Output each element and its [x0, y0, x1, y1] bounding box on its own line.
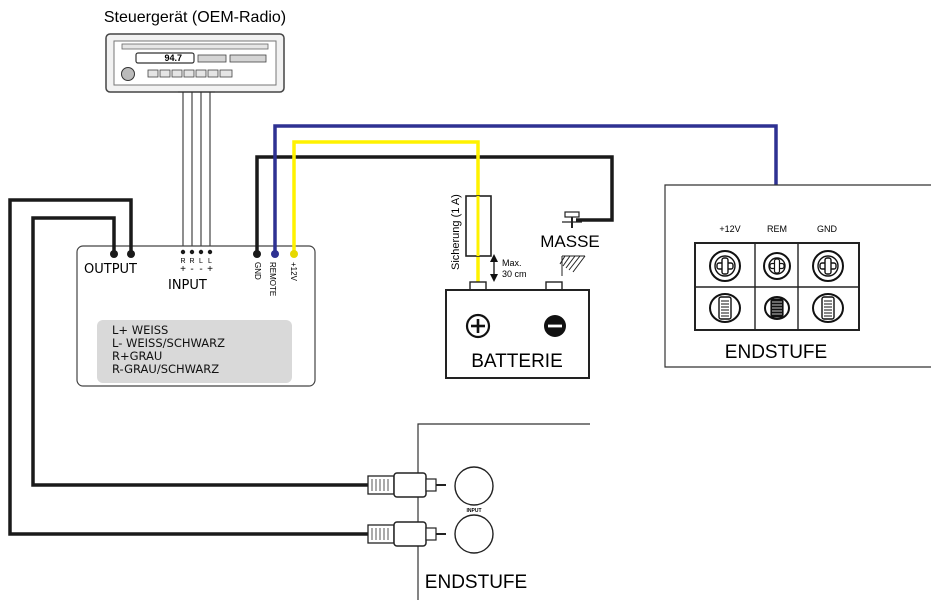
ground-bolt-icon	[562, 211, 582, 228]
amp-label-gnd: GND	[817, 224, 838, 234]
output-terminal-1	[110, 250, 118, 258]
legend-line-3: R+GRAU	[112, 349, 162, 363]
input-pin-sign-4: +	[207, 264, 213, 275]
radio-display	[135, 52, 195, 64]
plus12-terminal	[290, 250, 298, 258]
output-label: OUTPUT	[84, 262, 137, 277]
legend-line-2: L- WEISS/SCHWARZ	[112, 336, 225, 350]
input-pin-3: L	[199, 258, 203, 265]
rca-jack-bottom-icon	[454, 514, 494, 554]
battery	[445, 281, 590, 379]
amp-terminal-panel	[664, 184, 931, 368]
clamp-rem-icon	[764, 296, 790, 320]
fuse-label: Sicherung (1 A)	[450, 194, 462, 270]
output-wire-left	[31, 216, 368, 487]
screw-rem-icon	[763, 252, 791, 280]
amp-terminal-title: ENDSTUFE	[725, 342, 827, 363]
plus12-label: +12V	[289, 262, 298, 282]
gnd-terminal	[253, 250, 261, 258]
remote-label: REMOTE	[268, 262, 277, 296]
max-label-1: Max.	[502, 258, 522, 268]
battery-label: BATTERIE	[471, 351, 563, 372]
legend-line-1: L+ WEISS	[112, 323, 168, 337]
distance-arrow-icon	[490, 254, 498, 282]
max-label-2: 30 cm	[502, 269, 527, 279]
legend-box	[97, 320, 292, 383]
amp-input-label: INPUT	[467, 508, 482, 514]
output-wire-right	[8, 198, 368, 536]
clamp-gnd-icon	[812, 293, 844, 323]
remote-terminal	[271, 250, 279, 258]
speaker-wires	[178, 91, 215, 252]
radio-display-value: 94.7	[164, 53, 182, 63]
screw-12v-icon	[709, 250, 741, 282]
input-label: INPUT	[168, 278, 207, 293]
volume-knob-icon	[121, 67, 135, 81]
ground-label: MASSE	[540, 232, 600, 251]
amp-label-12v: +12V	[719, 224, 740, 234]
amp-input-title: ENDSTUFE	[425, 572, 527, 593]
input-pin-1: R	[180, 258, 185, 265]
rca-plug-bottom-icon	[367, 521, 446, 547]
gnd-wire	[255, 155, 614, 254]
input-pin-sign-1: +	[180, 264, 186, 275]
input-pin-4: L	[208, 258, 212, 265]
head-unit: 94.7	[105, 33, 285, 93]
ground-symbol-icon	[559, 255, 586, 276]
input-pin-sign-3: -	[199, 264, 202, 275]
legend-line-4: R-GRAU/SCHWARZ	[112, 362, 219, 376]
plus12-wire	[292, 140, 480, 254]
input-pin-sign-2: -	[190, 264, 193, 275]
gnd-label: GND	[253, 262, 262, 280]
screw-gnd-icon	[812, 250, 844, 282]
clamp-12v-icon	[709, 293, 741, 323]
head-unit-title: Steuergerät (OEM-Radio)	[104, 9, 286, 26]
rca-plug-top-icon	[367, 472, 446, 498]
input-pin-2: R	[189, 258, 194, 265]
output-terminal-2	[127, 250, 135, 258]
amp-label-rem: REM	[767, 224, 787, 234]
rca-jack-top-icon	[454, 466, 494, 506]
